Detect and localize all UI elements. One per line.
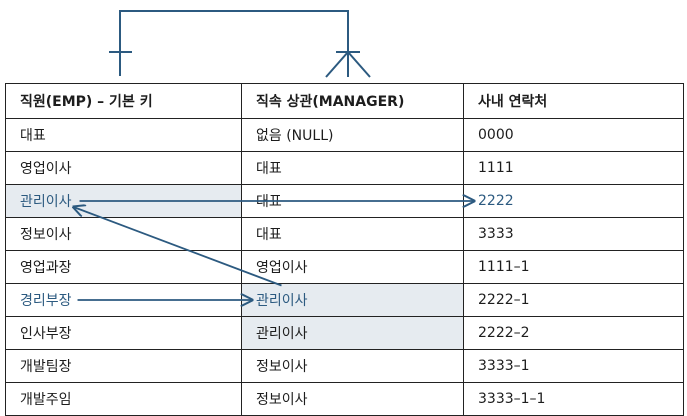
cell-manager: 영업이사 bbox=[241, 250, 464, 284]
cell-contact: 0000 bbox=[463, 118, 684, 152]
table-row: 관리이사 대표 2222 bbox=[5, 184, 684, 218]
cell-manager: 대표 bbox=[241, 184, 464, 218]
table-row: 영업이사 대표 1111 bbox=[5, 151, 684, 185]
cell-contact: 2222–2 bbox=[463, 316, 684, 350]
cell-employee: 개발팀장 bbox=[5, 349, 242, 383]
cell-employee: 정보이사 bbox=[5, 217, 242, 251]
cell-contact: 1111–1 bbox=[463, 250, 684, 284]
table-row: 경리부장 관리이사 2222–1 bbox=[5, 283, 684, 317]
cell-contact: 2222–1 bbox=[463, 283, 684, 317]
table-row: 영업과장 영업이사 1111–1 bbox=[5, 250, 684, 284]
cell-employee-highlighted: 경리부장 bbox=[5, 283, 242, 317]
cell-employee: 개발주임 bbox=[5, 382, 242, 416]
self-reference-connector bbox=[109, 10, 371, 78]
table-row: 개발주임 정보이사 3333–1–1 bbox=[5, 382, 684, 416]
cell-employee: 영업과장 bbox=[5, 250, 242, 284]
cell-manager: 대표 bbox=[241, 217, 464, 251]
cell-employee: 인사부장 bbox=[5, 316, 242, 350]
cell-contact: 1111 bbox=[463, 151, 684, 185]
header-contact: 사내 연락처 bbox=[463, 83, 684, 119]
crows-foot bbox=[325, 50, 371, 78]
cell-manager: 대표 bbox=[241, 151, 464, 185]
employee-table: 직원(EMP) – 기본 키 직속 상관(MANAGER) 사내 연락처 대표 … bbox=[5, 83, 684, 416]
cell-contact-highlighted: 2222 bbox=[463, 184, 684, 218]
cell-contact: 3333–1 bbox=[463, 349, 684, 383]
cell-manager: 없음 (NULL) bbox=[241, 118, 464, 152]
header-row: 직원(EMP) – 기본 키 직속 상관(MANAGER) 사내 연락처 bbox=[5, 83, 684, 119]
table-row: 정보이사 대표 3333 bbox=[5, 217, 684, 251]
cell-manager-highlighted: 관리이사 bbox=[241, 283, 464, 317]
connector-line bbox=[119, 10, 349, 76]
cell-manager: 정보이사 bbox=[241, 349, 464, 383]
table-row: 인사부장 관리이사 2222–2 bbox=[5, 316, 684, 350]
table-row: 개발팀장 정보이사 3333–1 bbox=[5, 349, 684, 383]
table-row: 대표 없음 (NULL) 0000 bbox=[5, 118, 684, 152]
cell-contact: 3333–1–1 bbox=[463, 382, 684, 416]
header-employee: 직원(EMP) – 기본 키 bbox=[5, 83, 242, 119]
cell-employee: 영업이사 bbox=[5, 151, 242, 185]
header-manager: 직속 상관(MANAGER) bbox=[241, 83, 464, 119]
cell-manager-highlighted: 관리이사 bbox=[241, 316, 464, 350]
cell-manager: 정보이사 bbox=[241, 382, 464, 416]
cell-employee-highlighted: 관리이사 bbox=[5, 184, 242, 218]
cell-contact: 3333 bbox=[463, 217, 684, 251]
cell-employee: 대표 bbox=[5, 118, 242, 152]
